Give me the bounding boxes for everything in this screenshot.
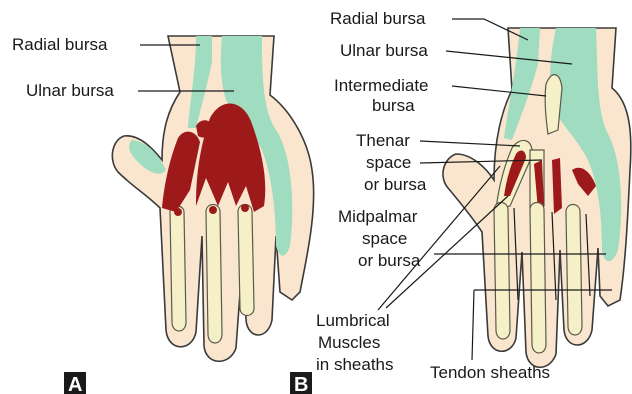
label-b-intermediate-1: Intermediate bbox=[334, 76, 429, 95]
label-b-tendon-sheaths: Tendon sheaths bbox=[430, 363, 550, 382]
label-b-thenar-2: space bbox=[366, 153, 411, 172]
infection-a-dot1 bbox=[174, 208, 182, 216]
panel-a-letter: A bbox=[68, 374, 82, 394]
panel-b-hand bbox=[443, 28, 631, 367]
tendon-sheath-a1 bbox=[170, 206, 186, 331]
label-b-lumbrical-2: Muscles bbox=[318, 333, 380, 352]
label-b-midpalmar-3: or bursa bbox=[358, 251, 421, 270]
infection-a-dot2 bbox=[209, 206, 217, 214]
leader-b-tendon bbox=[472, 290, 474, 360]
infection-a-dot3 bbox=[241, 204, 249, 212]
label-a-ulnar-bursa: Ulnar bursa bbox=[26, 81, 114, 100]
label-b-intermediate-2: bursa bbox=[372, 96, 415, 115]
label-b-thenar-1: Thenar bbox=[356, 131, 410, 150]
label-b-midpalmar-1: Midpalmar bbox=[338, 207, 418, 226]
tendon-sheath-b3 bbox=[566, 205, 582, 336]
label-b-thenar-3: or bursa bbox=[364, 175, 427, 194]
label-b-lumbrical-3: in sheaths bbox=[316, 355, 394, 374]
label-b-midpalmar-2: space bbox=[362, 229, 407, 248]
label-a-radial-bursa: Radial bursa bbox=[12, 35, 108, 54]
label-b-lumbrical-1: Lumbrical bbox=[316, 311, 390, 330]
panel-b-letter: B bbox=[294, 374, 308, 394]
label-b-radial-bursa: Radial bursa bbox=[330, 9, 426, 28]
tendon-sheath-b2 bbox=[530, 203, 546, 354]
panel-a-hand bbox=[112, 36, 313, 361]
tendon-sheath-a2 bbox=[206, 205, 222, 344]
tendon-sheath-a3 bbox=[238, 205, 254, 316]
label-b-ulnar-bursa: Ulnar bursa bbox=[340, 41, 428, 60]
tendon-sheath-b1 bbox=[494, 203, 510, 340]
